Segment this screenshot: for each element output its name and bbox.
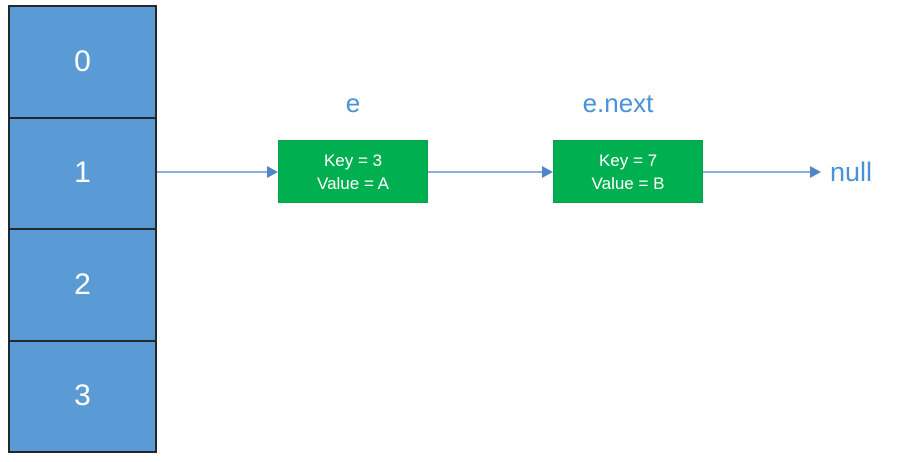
node-e-key: Key = 3 (323, 150, 383, 170)
arrow-head-icon (267, 166, 278, 178)
node-e-next-label: e.next (582, 88, 654, 118)
array-cell-3-label: 3 (74, 379, 91, 413)
node-e-next-value: Value = B (591, 173, 665, 193)
node-e-value: Value = A (317, 173, 389, 193)
array-cell-1: 1 (10, 119, 155, 230)
node-e-next-key: Key = 7 (598, 150, 658, 170)
array-cell-3: 3 (10, 342, 155, 452)
arrow-head-icon (810, 166, 821, 178)
arrow-line (703, 171, 812, 173)
arrow-cell1-to-node-e-icon (157, 165, 278, 179)
array-cell-2-label: 2 (74, 267, 91, 301)
arrow-line (428, 171, 544, 173)
array-cell-1-label: 1 (74, 156, 91, 190)
array-cell-0-label: 0 (74, 44, 91, 78)
node-e: Key = 3 Value = A (278, 140, 428, 203)
arrow-node-e-to-node-e-next-icon (428, 165, 553, 179)
node-e-label: e (345, 88, 361, 118)
arrow-line (157, 171, 269, 173)
hash-array: 0 1 2 3 (8, 5, 157, 453)
node-e-next: Key = 7 Value = B (553, 140, 703, 203)
array-cell-2: 2 (10, 230, 155, 342)
arrow-head-icon (542, 166, 553, 178)
null-terminator-label: null (830, 157, 873, 187)
arrow-node-e-next-to-null-icon (703, 165, 821, 179)
array-cell-0: 0 (10, 7, 155, 119)
